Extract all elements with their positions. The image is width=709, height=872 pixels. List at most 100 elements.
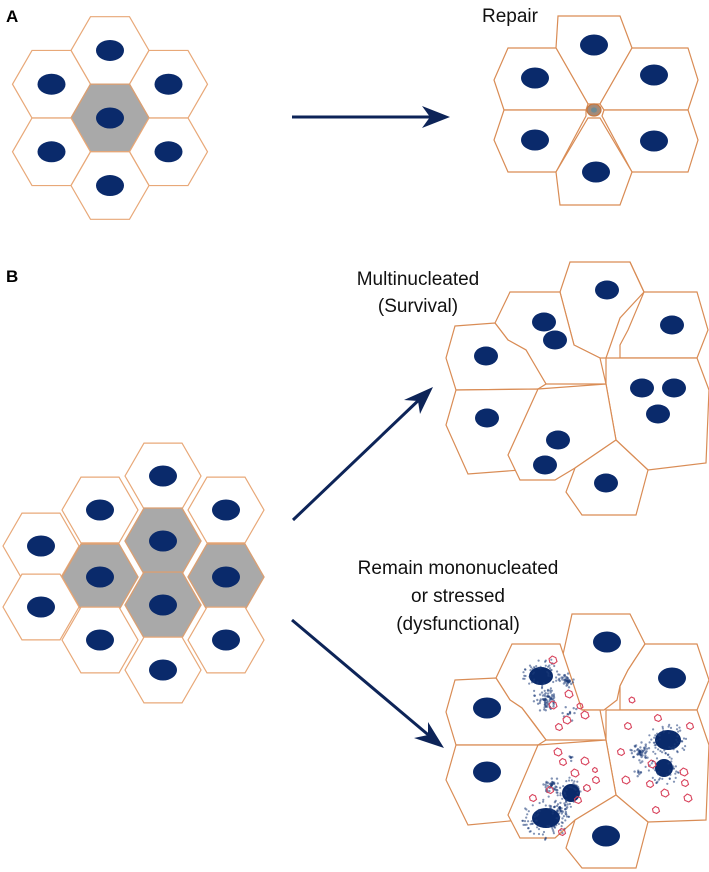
healthy-cell [70, 151, 150, 220]
healthy-cell [559, 613, 646, 711]
healthy-cell [187, 606, 265, 674]
nucleus [543, 330, 567, 350]
nucleus [640, 130, 668, 152]
vacuole [582, 783, 592, 793]
panel-a-initial-tissue [11, 16, 209, 220]
healthy-cell [128, 49, 209, 119]
healthy-cell [445, 322, 547, 391]
nucleus [521, 129, 549, 151]
vacuole [570, 768, 580, 778]
nucleus [86, 499, 114, 521]
healthy-cell [565, 794, 649, 869]
nucleus [475, 408, 499, 428]
nucleus [96, 107, 124, 129]
multinucleated-caption-line-1: Multinucleated [357, 269, 480, 290]
vacuole [647, 759, 657, 769]
vacuole [553, 747, 563, 757]
nucleus [149, 594, 177, 616]
nucleus [662, 378, 686, 398]
vacuole [653, 713, 663, 723]
healthy-cell [445, 677, 547, 746]
healthy-cell [61, 476, 139, 544]
nucleus [212, 566, 240, 588]
healthy-cell [555, 117, 633, 206]
nucleus [212, 629, 240, 651]
fragmented-nucleus [522, 658, 561, 693]
chromatin-debris [532, 689, 556, 712]
vacuole [651, 805, 661, 815]
panel-b-initial-tissue [2, 442, 265, 704]
damaged-cell [187, 543, 265, 611]
chromatin-debris [548, 798, 571, 820]
nucleus [582, 161, 610, 183]
fragmented-nucleus [648, 723, 688, 756]
vacuole [660, 788, 670, 798]
panel-b-multinucleated-tissue [445, 261, 709, 516]
nucleus [149, 465, 177, 487]
dysfunctional-caption-line-2: or stressed [411, 586, 505, 607]
healthy-cell [601, 109, 699, 173]
dysfunctional-caption-line-1: Remain mononucleated [358, 558, 559, 579]
vacuole [683, 793, 693, 803]
nucleus [595, 280, 619, 300]
healthy-cell [565, 439, 649, 516]
vacuole [680, 778, 690, 788]
damaged-cell [70, 83, 150, 153]
nucleus [154, 141, 183, 163]
panel-b-label: B [6, 267, 18, 286]
multinucleated-cell [494, 291, 607, 385]
nucleus [37, 73, 66, 95]
vacuole [548, 700, 558, 710]
chromatin-debris [542, 777, 562, 794]
nucleus [521, 67, 549, 89]
vacuole [557, 827, 567, 837]
vacuole [545, 785, 555, 795]
vacuole [645, 779, 655, 789]
nucleus [474, 346, 498, 366]
nucleus [96, 39, 124, 61]
vacuole [616, 747, 626, 757]
nucleus [149, 530, 177, 552]
panel-a-repaired-tissue [493, 15, 699, 206]
nucleus [149, 659, 177, 681]
nucleus [212, 499, 240, 521]
nucleus [532, 312, 556, 332]
nucleus [646, 404, 670, 424]
nucleus [27, 535, 55, 557]
nucleus [640, 64, 668, 86]
nucleus [86, 629, 114, 651]
nucleus [96, 175, 124, 197]
vacuole [528, 793, 538, 803]
nucleus [27, 596, 55, 618]
arrow-to-multinucleated [291, 387, 433, 522]
healthy-cell [555, 15, 633, 105]
nucleus [473, 697, 501, 719]
healthy-cell [124, 636, 202, 704]
chromatin-debris [568, 755, 574, 763]
vacuole [628, 696, 636, 704]
nucleus [580, 34, 608, 56]
cell-membrane [555, 117, 633, 206]
damaged-cell [124, 571, 202, 639]
dysfunctional-caption-line-3: (dysfunctional) [396, 614, 520, 635]
nucleus [593, 631, 621, 653]
vacuole [564, 689, 574, 699]
chromatin-debris [557, 672, 575, 689]
vacuole [679, 767, 689, 777]
repair-caption: Repair [482, 6, 539, 27]
panel-b-stressed-tissue [445, 613, 709, 869]
arrow-to-repair [292, 106, 450, 128]
arrow-to-dysfunctional [291, 618, 444, 748]
fragmented-nucleus [644, 751, 680, 785]
chromatin-debris [633, 769, 643, 778]
nucleus [533, 455, 557, 475]
nucleus [630, 378, 654, 398]
healthy-cell [187, 476, 265, 544]
damaged-cell [124, 507, 202, 575]
vacuole [562, 715, 572, 725]
repair-scar [586, 103, 602, 117]
vacuole [558, 757, 568, 767]
healthy-cell [2, 573, 80, 641]
damaged-cell [61, 543, 139, 611]
vacuole [591, 775, 601, 785]
